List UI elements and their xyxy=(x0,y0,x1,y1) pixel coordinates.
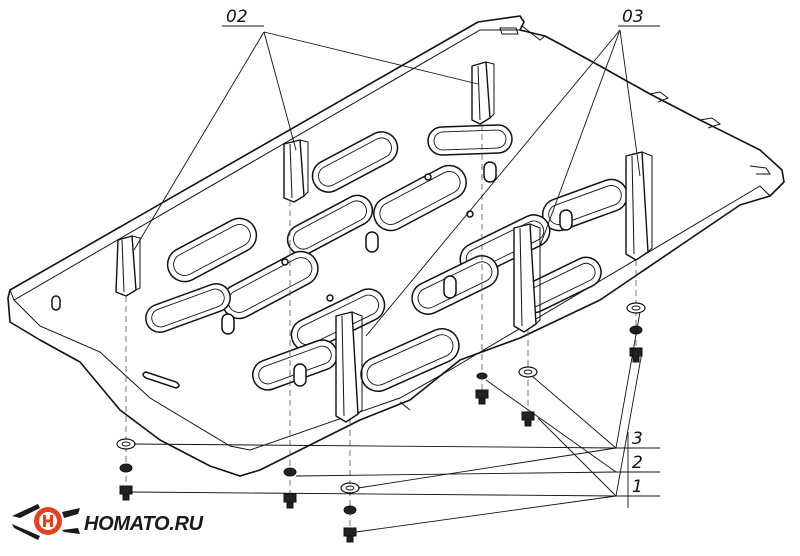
brackets-03 xyxy=(335,151,653,423)
bracket-02-right xyxy=(471,61,495,125)
part-labels: 02 03 3 2 1 xyxy=(226,7,644,497)
ventilation-slots xyxy=(145,124,629,392)
bracket-02-center xyxy=(283,139,309,203)
skid-plate xyxy=(7,15,785,477)
brackets-02 xyxy=(115,61,495,297)
bracket-03-front xyxy=(335,311,363,423)
label-3: 3 xyxy=(632,429,643,449)
logo-emblem-icon xyxy=(12,504,80,540)
bracket-03-rear xyxy=(625,151,653,261)
label-03: 03 xyxy=(622,7,644,27)
label-02: 02 xyxy=(226,7,248,27)
label-2: 2 xyxy=(632,453,643,473)
bracket-02-left xyxy=(115,235,141,297)
label-1: 1 xyxy=(632,477,643,497)
leader-lines xyxy=(131,25,660,533)
logo-text: HOMATO.RU xyxy=(84,513,204,535)
fasteners xyxy=(116,302,646,543)
homato-logo: HOMATO.RU xyxy=(12,504,204,540)
bracket-03-middle xyxy=(513,223,541,333)
